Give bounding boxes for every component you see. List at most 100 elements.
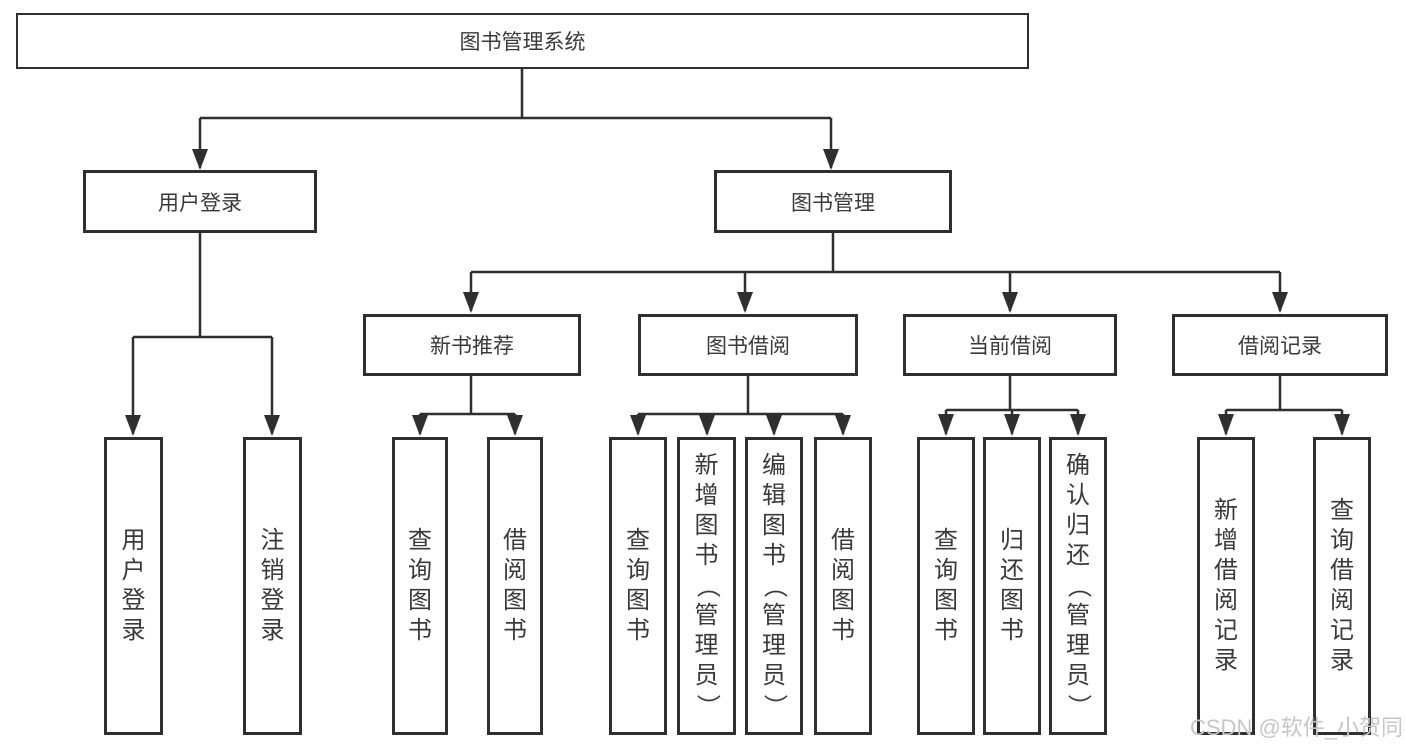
node-label: 图书管理系统 bbox=[459, 31, 586, 54]
node-new-book-recommend: 新书推荐 bbox=[363, 314, 581, 376]
arrowhead bbox=[1002, 292, 1018, 313]
vertical-char: 图 bbox=[408, 587, 432, 614]
arrowhead bbox=[507, 415, 523, 436]
arrowhead bbox=[938, 414, 954, 436]
leaf-add-books-admin: 新增图书（管理员） bbox=[677, 437, 736, 735]
vertical-char: 录 bbox=[1330, 647, 1354, 674]
vertical-char: 阅 bbox=[503, 557, 527, 584]
arrowhead bbox=[699, 415, 715, 436]
vertical-char: 确 bbox=[1066, 452, 1090, 479]
vertical-char: 记 bbox=[1214, 617, 1238, 644]
arrowhead bbox=[192, 149, 208, 170]
vertical-char: 录 bbox=[121, 617, 146, 644]
arrowhead bbox=[1218, 414, 1234, 436]
leaf-logout: 注销登录 bbox=[243, 437, 302, 735]
vertical-char: 录 bbox=[1214, 647, 1238, 674]
node-label: 编辑图书（管理员） bbox=[748, 440, 800, 732]
vertical-char: 管 bbox=[1066, 602, 1090, 629]
node-user-login: 用户登录 bbox=[83, 170, 317, 233]
connector-user-login-children bbox=[131, 233, 274, 434]
node-label: 查询图书 bbox=[612, 440, 664, 732]
vertical-char: 销 bbox=[260, 557, 285, 584]
node-label: 确认归还（管理员） bbox=[1052, 440, 1104, 732]
vertical-char: 查 bbox=[408, 527, 432, 554]
csdn-watermark: CSDN @软件_小贺同学 bbox=[1190, 715, 1405, 740]
vertical-char: 图 bbox=[1000, 587, 1024, 614]
vertical-char: 借 bbox=[503, 527, 527, 554]
vertical-char: 增 bbox=[1214, 527, 1238, 554]
node-label: 用户登录 bbox=[158, 191, 242, 215]
node-label: 当前借阅 bbox=[968, 335, 1052, 358]
node-label: 借阅图书 bbox=[817, 440, 869, 732]
arrowhead bbox=[766, 415, 782, 436]
vertical-char: 书 bbox=[1000, 617, 1024, 644]
leaf-edit-books-admin: 编辑图书（管理员） bbox=[745, 437, 803, 735]
vertical-char: 录 bbox=[260, 617, 285, 644]
node-label: 用户登录 bbox=[107, 440, 160, 732]
arrowhead bbox=[125, 415, 141, 436]
vertical-char: 借 bbox=[1330, 557, 1354, 584]
leaf-query-borrow-record: 查询借阅记录 bbox=[1313, 437, 1371, 735]
leaf-query-books-recommend: 查询图书 bbox=[392, 437, 448, 735]
node-current-borrow: 当前借阅 bbox=[903, 314, 1117, 376]
leaf-query-books: 查询图书 bbox=[609, 437, 667, 735]
vertical-char: 注 bbox=[260, 527, 285, 554]
connector-book-borrow-children bbox=[636, 376, 845, 434]
vertical-char: 图 bbox=[503, 587, 527, 614]
vertical-char: （ bbox=[693, 574, 721, 598]
vertical-char: 书 bbox=[934, 617, 958, 644]
node-label: 借阅记录 bbox=[1238, 335, 1322, 358]
vertical-char: 阅 bbox=[1214, 587, 1238, 614]
node-label: 新增图书（管理员） bbox=[680, 440, 733, 732]
vertical-char: 员 bbox=[762, 662, 786, 689]
vertical-char: 查 bbox=[934, 527, 958, 554]
arrowhead bbox=[1070, 414, 1086, 436]
arrowhead bbox=[823, 149, 839, 170]
node-label: 查询图书 bbox=[920, 440, 972, 732]
vertical-char: 理 bbox=[762, 632, 786, 659]
vertical-char: 还 bbox=[1066, 542, 1090, 569]
arrowhead bbox=[264, 415, 280, 436]
connector-new-book-children bbox=[418, 376, 517, 434]
node-label: 新书推荐 bbox=[430, 335, 514, 358]
node-label: 查询图书 bbox=[395, 440, 445, 732]
node-borrow-records: 借阅记录 bbox=[1172, 314, 1388, 376]
vertical-char: 管 bbox=[762, 602, 786, 629]
vertical-char: 询 bbox=[1330, 527, 1354, 554]
leaf-add-borrow-record: 新增借阅记录 bbox=[1197, 437, 1255, 735]
connector-book-mgmt-children bbox=[469, 233, 1282, 311]
vertical-char: 查 bbox=[626, 527, 650, 554]
node-label: 注销登录 bbox=[246, 440, 299, 732]
vertical-char: 新 bbox=[1214, 497, 1238, 524]
vertical-char: 借 bbox=[1214, 557, 1238, 584]
vertical-char: 阅 bbox=[831, 557, 855, 584]
arrowhead bbox=[1334, 414, 1350, 436]
arrowhead bbox=[630, 415, 646, 436]
vertical-char: 辑 bbox=[762, 482, 786, 509]
vertical-char: 书 bbox=[408, 617, 432, 644]
vertical-char: 图 bbox=[934, 587, 958, 614]
node-book-mgmt: 图书管理 bbox=[714, 170, 952, 233]
leaf-borrow-books: 借阅图书 bbox=[814, 437, 872, 735]
arrowhead bbox=[737, 292, 753, 313]
vertical-char: 新 bbox=[694, 452, 719, 479]
vertical-char: 还 bbox=[1000, 557, 1024, 584]
node-label: 借阅图书 bbox=[490, 440, 540, 732]
node-label: 图书借阅 bbox=[706, 335, 790, 358]
vertical-char: 理 bbox=[694, 632, 719, 659]
vertical-char: 询 bbox=[408, 557, 432, 584]
vertical-char: 借 bbox=[831, 527, 855, 554]
vertical-char: （ bbox=[761, 574, 788, 598]
leaf-query-books-current: 查询图书 bbox=[917, 437, 975, 735]
connector-root-to-level2 bbox=[198, 69, 833, 168]
vertical-char: 图 bbox=[694, 512, 719, 539]
vertical-char: 查 bbox=[1330, 497, 1354, 524]
arrowhead bbox=[835, 415, 851, 436]
vertical-char: 书 bbox=[694, 542, 719, 569]
node-book-borrow: 图书借阅 bbox=[638, 314, 858, 376]
vertical-char: 理 bbox=[1066, 632, 1090, 659]
node-label: 图书管理 bbox=[791, 191, 875, 215]
vertical-char: （ bbox=[1065, 574, 1092, 598]
